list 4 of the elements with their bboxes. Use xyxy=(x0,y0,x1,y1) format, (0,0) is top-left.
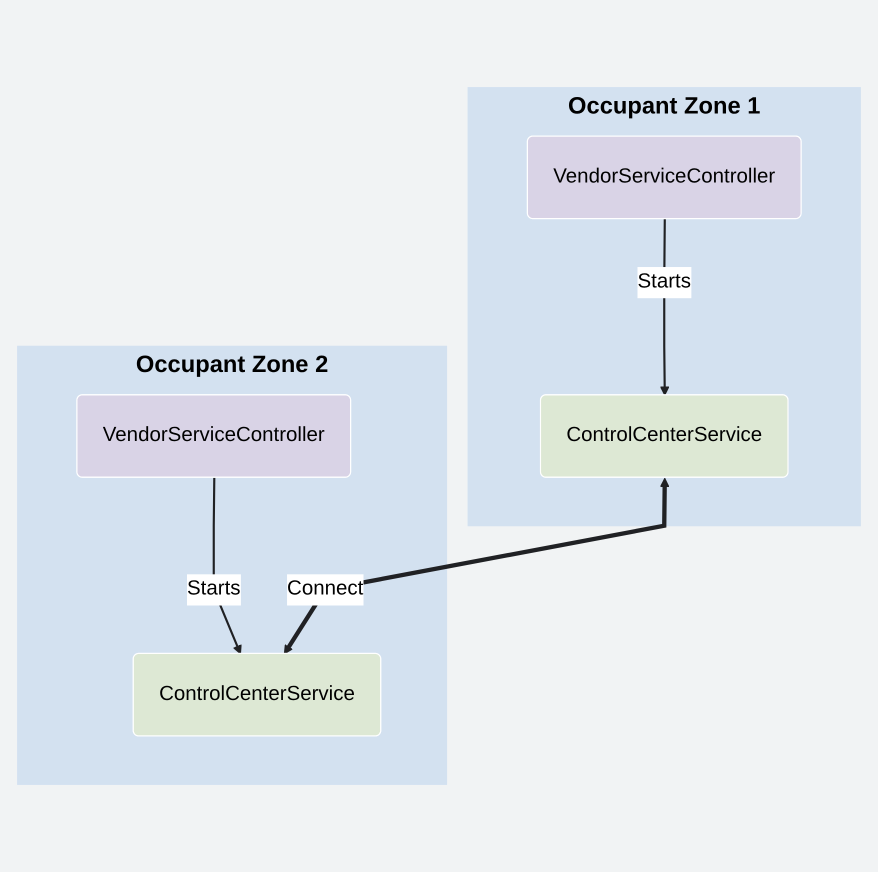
edge-label: Connect xyxy=(287,577,364,600)
edge-label: Starts xyxy=(638,270,691,293)
edge-label: Starts xyxy=(187,577,240,600)
arrow xyxy=(284,478,670,654)
